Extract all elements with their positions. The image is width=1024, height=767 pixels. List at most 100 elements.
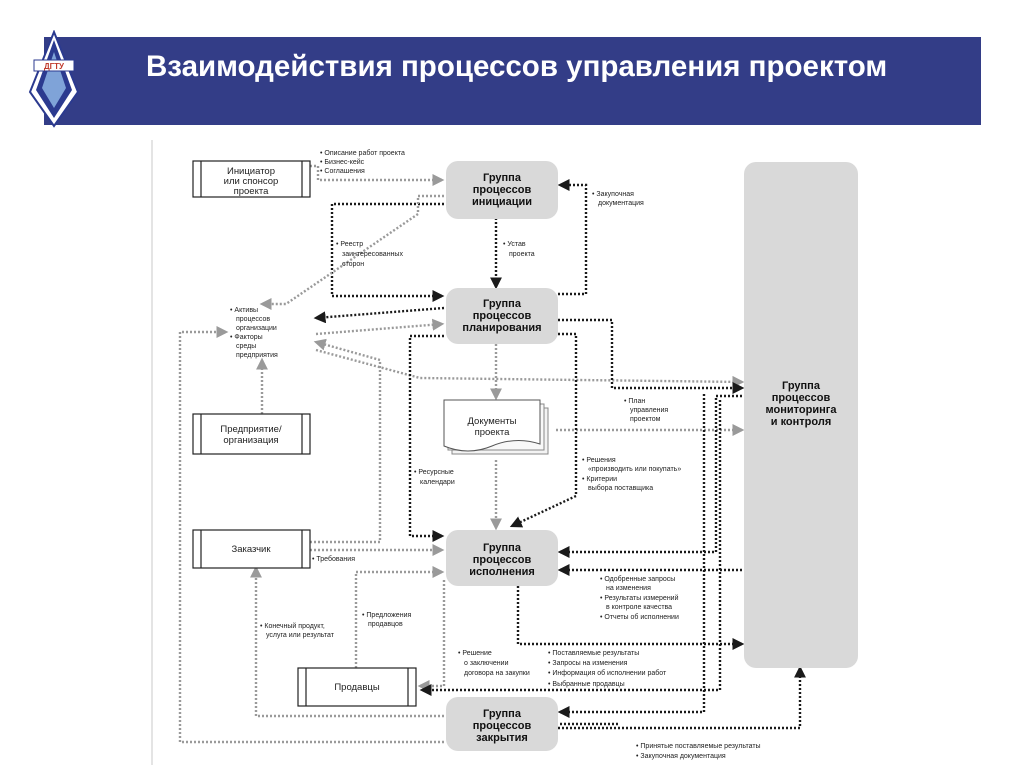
svg-text:• Одобренные запросы: • Одобренные запросы bbox=[600, 575, 675, 583]
entity-project-documents: Документы проекта bbox=[443, 399, 549, 455]
label-closing-flow: • Принятые поставляемые результаты • Зак… bbox=[636, 743, 761, 760]
entity-sellers: Продавцы bbox=[297, 667, 417, 707]
svg-text:• План: • План bbox=[624, 398, 645, 405]
svg-text:календари: календари bbox=[420, 479, 455, 486]
flow-monitoring-planning bbox=[557, 394, 742, 558]
svg-text:Документы: Документы bbox=[468, 416, 517, 427]
flow-sponsor-initiation bbox=[310, 164, 445, 186]
svg-text:• Критерии: • Критерии bbox=[582, 476, 617, 483]
svg-text:• Закупочная документация: • Закупочная документация bbox=[636, 753, 726, 760]
svg-text:• Активы: • Активы bbox=[230, 307, 258, 314]
svg-text:заинтересованных: заинтересованных bbox=[342, 251, 403, 258]
process-group-initiation: Группа процессов инициации bbox=[446, 161, 558, 219]
svg-text:проекта: проекта bbox=[509, 251, 535, 258]
slide-title: Взаимодействия процессов управления прое… bbox=[146, 50, 888, 83]
label-sponsor-out: • Описание работ проекта • Бизнес-кейс •… bbox=[320, 149, 405, 175]
flow-planning-assets bbox=[313, 306, 445, 324]
svg-text:«производить или покупать»: «производить или покупать» bbox=[588, 466, 681, 473]
svg-text:среды: среды bbox=[236, 343, 256, 350]
flow-contract-decision bbox=[417, 580, 446, 692]
svg-text:проекта: проекта bbox=[234, 186, 270, 197]
label-assets-factors: • Активы процессов организации • Факторы… bbox=[230, 307, 278, 359]
svg-text:• Принятые поставляемые резуль: • Принятые поставляемые результаты bbox=[636, 743, 761, 750]
label-procurement-docs: • Закупочная документация bbox=[592, 191, 644, 207]
svg-text:• Описание работ проекта: • Описание работ проекта bbox=[320, 149, 405, 157]
svg-text:в контроле качества: в контроле качества bbox=[606, 604, 672, 611]
svg-text:Предприятие/: Предприятие/ bbox=[220, 424, 282, 435]
svg-text:Группа: Группа bbox=[483, 298, 522, 310]
flow-customer-assets bbox=[310, 338, 382, 544]
svg-text:Заказчик: Заказчик bbox=[231, 544, 271, 555]
svg-text:Продавцы: Продавцы bbox=[334, 682, 380, 693]
process-group-planning: Группа процессов планирования bbox=[446, 288, 558, 344]
svg-text:процессов: процессов bbox=[473, 720, 532, 732]
entity-enterprise: Предприятие/ организация bbox=[192, 413, 311, 455]
flow-stakeholder-register bbox=[330, 202, 445, 302]
label-make-or-buy: • Решения «производить или покупать» • К… bbox=[582, 457, 681, 492]
svg-text:Группа: Группа bbox=[782, 380, 821, 392]
svg-text:планирования: планирования bbox=[462, 322, 541, 334]
svg-text:• Конечный продукт,: • Конечный продукт, bbox=[260, 622, 325, 630]
svg-text:• Закупочная: • Закупочная bbox=[592, 191, 634, 198]
svg-text:процессов: процессов bbox=[772, 392, 831, 404]
svg-text:процессов: процессов bbox=[473, 184, 532, 196]
flow-initiation-assets bbox=[259, 194, 444, 310]
svg-text:• Ресурсные: • Ресурсные bbox=[414, 469, 454, 476]
flow-sellers-results bbox=[419, 400, 722, 696]
svg-text:исполнения: исполнения bbox=[469, 566, 535, 578]
entity-sponsor: Инициатор или спонсор проекта bbox=[192, 160, 311, 198]
svg-text:закрытия: закрытия bbox=[476, 732, 528, 744]
svg-text:• Соглашения: • Соглашения bbox=[320, 168, 365, 175]
label-resource-calendars: • Ресурсные календари bbox=[414, 469, 455, 486]
svg-text:о заключении: о заключении bbox=[464, 660, 509, 667]
svg-text:инициации: инициации bbox=[472, 196, 532, 208]
svg-text:мониторинга: мониторинга bbox=[766, 404, 838, 416]
svg-text:процессов: процессов bbox=[473, 310, 532, 322]
label-mgmt-plan: • План управления проектом bbox=[624, 398, 668, 423]
flow-lines bbox=[178, 164, 806, 744]
svg-text:продавцов: продавцов bbox=[368, 621, 403, 628]
svg-text:Группа: Группа bbox=[483, 708, 522, 720]
svg-text:Группа: Группа bbox=[483, 542, 522, 554]
flow-resource-calendars bbox=[408, 334, 445, 542]
svg-text:договора на закупки: договора на закупки bbox=[464, 670, 530, 677]
svg-text:• Выбранные продавцы: • Выбранные продавцы bbox=[548, 680, 625, 688]
process-group-closing: Группа процессов закрытия bbox=[446, 697, 558, 751]
flow-closing-monitoring bbox=[558, 665, 806, 730]
university-logo: ДГТУ bbox=[28, 30, 80, 128]
svg-text:проектом: проектом bbox=[630, 416, 661, 423]
svg-text:• Решение: • Решение bbox=[458, 650, 492, 657]
flow-monitoring-closing bbox=[557, 394, 706, 718]
svg-text:• Решения: • Решения bbox=[582, 457, 616, 464]
svg-text:проекта: проекта bbox=[475, 427, 511, 438]
flow-closing-assets bbox=[178, 326, 444, 744]
svg-text:услуга или результат: услуга или результат bbox=[266, 632, 335, 639]
svg-text:• Запросы на изменения: • Запросы на изменения bbox=[548, 660, 628, 667]
title-banner bbox=[44, 37, 981, 125]
label-product: • Конечный продукт, услуга или результат bbox=[260, 622, 335, 639]
label-contract-decision: • Решение о заключении договора на закуп… bbox=[458, 650, 530, 677]
svg-text:на изменения: на изменения bbox=[606, 585, 651, 592]
label-sellers-flow: • Поставляемые результаты • Запросы на и… bbox=[548, 650, 667, 688]
svg-text:• Устав: • Устав bbox=[503, 241, 526, 248]
flow-assets-planning bbox=[315, 318, 445, 336]
svg-text:выбора поставщика: выбора поставщика bbox=[588, 484, 653, 492]
entity-customer: Заказчик bbox=[192, 529, 311, 569]
svg-text:организации: организации bbox=[236, 325, 277, 332]
flow-execution-monitoring bbox=[516, 586, 745, 650]
svg-text:• Информация об исполнении раб: • Информация об исполнении работ bbox=[548, 669, 667, 677]
label-stakeholder-register: • Реестр заинтересованных сторон bbox=[336, 241, 403, 268]
svg-text:• Бизнес-кейс: • Бизнес-кейс bbox=[320, 158, 365, 166]
flow-product-customer bbox=[250, 565, 444, 718]
process-group-execution: Группа процессов исполнения bbox=[446, 530, 558, 586]
svg-text:процессов: процессов bbox=[236, 316, 270, 323]
flow-mgmt-plan bbox=[558, 318, 745, 394]
svg-text:управления: управления bbox=[630, 407, 668, 414]
label-requirements: • Требования bbox=[312, 555, 355, 563]
flow-planning-execution bbox=[509, 332, 578, 528]
flow-seller-proposals bbox=[354, 566, 445, 668]
svg-text:• Предложения: • Предложения bbox=[362, 612, 411, 619]
svg-text:предприятия: предприятия bbox=[236, 352, 278, 359]
svg-text:сторон: сторон bbox=[342, 261, 364, 268]
